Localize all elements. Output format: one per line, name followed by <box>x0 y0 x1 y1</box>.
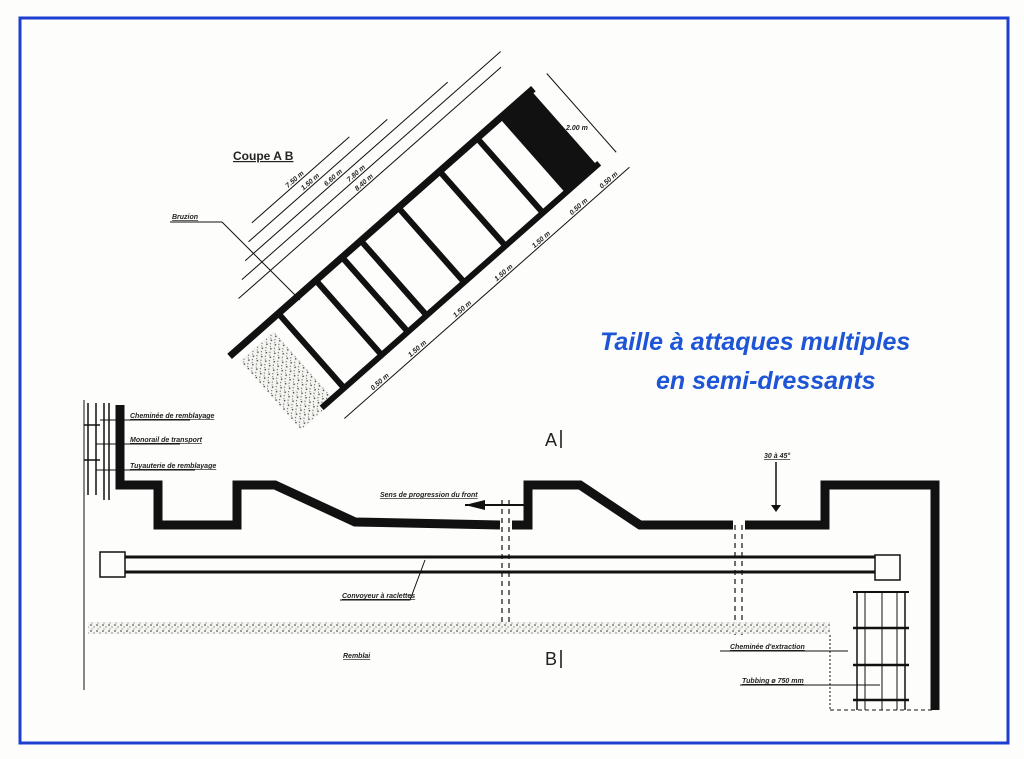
title-line-2: en semi-dressants <box>656 367 876 395</box>
dim-bottom-5: 1.50 m <box>531 230 552 250</box>
direction-arrow <box>465 500 525 510</box>
dim-bottom-7: 0.50 m <box>599 171 620 191</box>
label-tubbing: Tubbing ø 750 mm <box>742 678 804 685</box>
label-convoyeur: Convoyeur à raclettes <box>342 593 415 600</box>
label-pente: 30 à 45° <box>764 452 790 460</box>
conveyor <box>99 551 901 581</box>
gob-stipple <box>240 331 335 431</box>
leader-lines <box>96 419 880 686</box>
left-shafts <box>84 403 110 500</box>
title-line-1: Taille à attaques multiples <box>600 328 910 356</box>
marker-a: A <box>545 430 557 450</box>
dim-right: 2.00 m <box>565 125 588 132</box>
backfill-band <box>88 622 830 634</box>
gallery-leader <box>170 221 301 301</box>
dim-bottom-4: 1.50 m <box>494 263 515 283</box>
label-cheminee-remblayage: Cheminée de remblayage <box>130 413 215 420</box>
label-sens-progression: Sens de progression du front <box>380 492 478 499</box>
floor-line <box>319 160 602 411</box>
dim-bottom-2: 1.50 m <box>407 339 428 359</box>
roof-line <box>227 85 536 360</box>
extraction-shaft <box>829 591 935 711</box>
marker-b: B <box>545 649 557 669</box>
gallery-label: Bruzion <box>172 214 198 221</box>
section-ab-drawing: 8.40 m 7.80 m 6.60 m 1.50 m 7.50 m 0.50 … <box>227 51 630 431</box>
dim-bottom-6: 0.50 m <box>569 197 590 217</box>
dimension-lines <box>238 51 630 419</box>
label-cheminee-extraction: Cheminée d'extraction <box>730 644 805 651</box>
coal-face <box>499 90 597 193</box>
section-label: Coupe A B <box>233 149 294 163</box>
dim-bottom-1: 0.50 m <box>370 372 391 392</box>
label-tuyauterie: Tuyauterie de remblayage <box>130 463 216 470</box>
props <box>277 138 544 389</box>
dim-bottom-3: 1.50 m <box>452 300 473 320</box>
dim-top-3: 6.60 m <box>323 168 344 188</box>
slope-arrow <box>771 462 781 512</box>
dashed-chutes <box>501 500 743 635</box>
label-remblai: Remblai <box>343 653 371 660</box>
label-monorail: Monorail de transport <box>130 437 203 444</box>
face-outline <box>115 405 940 710</box>
blue-frame <box>18 16 1010 745</box>
